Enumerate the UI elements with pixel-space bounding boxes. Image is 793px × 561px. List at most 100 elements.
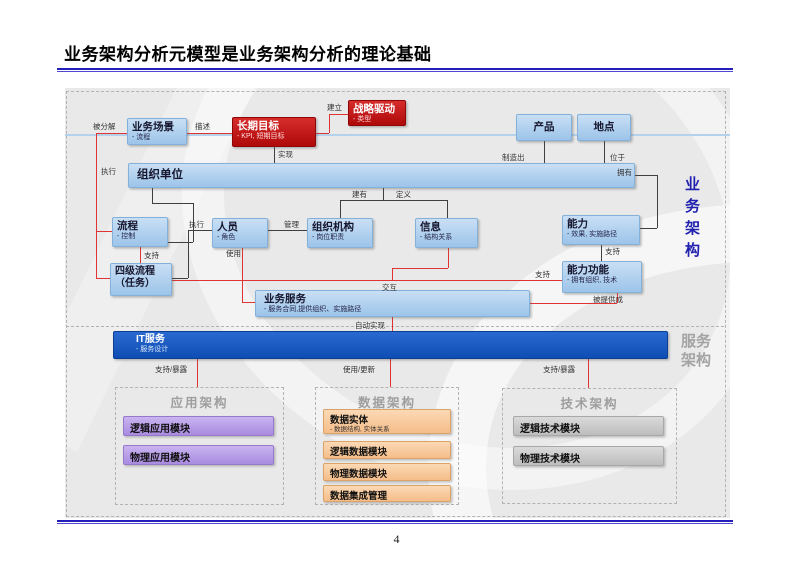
connector-line: [617, 293, 618, 303]
section-title: 数据架构: [357, 396, 416, 410]
box-subtitle: - 流程: [132, 133, 151, 141]
edge-label-use: 使用: [226, 249, 241, 258]
module-data-integration: 数据集成管理: [323, 485, 451, 502]
edge-label-support-3: 支持: [535, 270, 550, 279]
box-business-scenario: 业务场景 - 流程: [127, 118, 187, 145]
box-title: 业务场景: [132, 121, 174, 133]
connector-line: [588, 359, 589, 388]
connector-line: [268, 230, 307, 231]
connector-line: [544, 141, 545, 163]
module-physical-application: 物理应用模块: [123, 445, 274, 465]
box-subtitle: - 结构关系: [420, 233, 453, 241]
connector-line: [197, 359, 198, 387]
section-title: 应用架构: [170, 396, 229, 410]
connector-line: [187, 133, 232, 134]
connector-line: [172, 278, 188, 279]
architecture-diagram: 业务场景 - 流程 长期目标 - KPI, 短期目标 战略驱动 - 类型 产品 …: [65, 88, 730, 518]
connector-line: [604, 141, 605, 163]
connector-line: [152, 203, 193, 204]
connector-line: [390, 359, 391, 387]
title-rule: [57, 68, 733, 72]
connector-line: [329, 114, 330, 133]
edge-label-describe: 描述: [195, 122, 210, 131]
connector-line: [274, 147, 275, 163]
box-long-term-goal: 长期目标 - KPI, 短期目标: [232, 117, 316, 147]
box-subtitle: - 拥有组织, 技术: [567, 276, 618, 284]
edge-label-execute-1: 执行: [101, 167, 116, 176]
module-title: 数据实体: [330, 415, 369, 426]
box-product: 产品: [516, 114, 572, 141]
connector-line: [96, 133, 127, 134]
section-technology-architecture: 技术架构 逻辑技术模块 物理技术模块: [502, 388, 677, 504]
connector-line: [316, 133, 329, 134]
connector-line: [172, 280, 562, 281]
box-subtitle: - 效果, 实施路径: [567, 230, 618, 238]
box-business-service: 业务服务 - 服务合同,提供组织、实施路径: [255, 290, 530, 317]
module-logical-application: 逻辑应用模块: [123, 416, 274, 436]
zone-label-line: 架构: [681, 351, 712, 369]
edge-label-locate: 位于: [610, 153, 625, 162]
box-subtitle: - 服务设计: [136, 346, 169, 353]
box-subtitle: - KPI, 短期目标: [237, 132, 285, 140]
edge-label-support-expose-right: 支持/暴露: [543, 365, 576, 374]
box-title: 产品: [533, 121, 555, 134]
box-subtitle: - 服务合同,提供组织、实施路径: [264, 305, 362, 313]
box-title: 地点: [593, 121, 615, 134]
connector-line: [188, 230, 212, 231]
box-subtitle: - 角色: [217, 233, 236, 241]
connector-line: [140, 247, 141, 263]
connector-line: [530, 303, 617, 304]
box-title: IT服务: [136, 334, 165, 345]
connector-line: [193, 203, 194, 242]
connector-line: [242, 248, 243, 302]
connector-line: [448, 248, 449, 268]
box-title: 组织机构: [312, 221, 354, 233]
connector-line: [96, 231, 112, 232]
module-physical-data: 物理数据模块: [323, 463, 451, 481]
box-information: 信息 - 结构关系: [415, 218, 478, 248]
section-data-architecture: 数据架构 数据实体 - 数据结构, 实体关系 逻辑数据模块 物理数据模块 数据集…: [315, 387, 459, 505]
connector-line: [383, 188, 384, 200]
connector-line: [340, 200, 341, 218]
edge-label-support-1: 支持: [144, 251, 159, 260]
box-title: 组织单位: [137, 168, 183, 181]
module-logical-data: 逻辑数据模块: [323, 441, 451, 459]
zone-label-business-architecture: 业务架构: [683, 176, 700, 264]
box-title: 长期目标: [237, 120, 279, 132]
connector-line: [242, 302, 255, 303]
box-level4-process: 四级流程 （任务）: [110, 263, 172, 296]
box-subtitle: - 岗位职责: [312, 233, 345, 241]
edge-label-execute-2: 执行: [189, 220, 204, 229]
box-location: 地点: [577, 114, 631, 141]
edge-label-define: 定义: [396, 190, 411, 199]
connector-line: [447, 200, 448, 218]
edge-label-support-2: 支持: [605, 247, 620, 256]
bar-org-unit: 组织单位: [128, 163, 635, 188]
edge-label-realize: 实现: [278, 150, 293, 159]
connector-line: [635, 175, 657, 176]
box-title: 能力: [567, 218, 588, 230]
connector-line: [96, 278, 110, 279]
connector-line: [640, 228, 657, 229]
box-subtitle: - 类型: [353, 115, 372, 123]
module-logical-technology: 逻辑技术模块: [513, 416, 664, 436]
connector-line: [340, 200, 447, 201]
box-person: 人员 - 角色: [212, 218, 268, 248]
footer-rule: [57, 520, 733, 524]
box-title: 业务服务: [264, 293, 306, 305]
edge-label-support-expose-left: 支持/暴露: [155, 365, 188, 374]
zone-label-service-architecture: 服务 架构: [681, 333, 711, 371]
connector-line: [392, 317, 393, 331]
box-title-line2: （任务）: [115, 278, 155, 289]
connector-line: [329, 114, 348, 115]
connector-line: [96, 133, 97, 278]
box-capability: 能力 - 效果, 实施路径: [562, 215, 640, 245]
module-physical-technology: 物理技术模块: [513, 446, 664, 466]
section-title: 技术架构: [560, 397, 619, 411]
box-strategy-driver: 战略驱动 - 类型: [348, 100, 406, 126]
edge-label-auto-realize: 自动实现: [355, 321, 385, 330]
diagram-outer-border: [66, 91, 726, 517]
section-application-architecture: 应用架构 逻辑应用模块 物理应用模块: [115, 387, 284, 505]
box-title: 四级流程: [115, 266, 155, 277]
